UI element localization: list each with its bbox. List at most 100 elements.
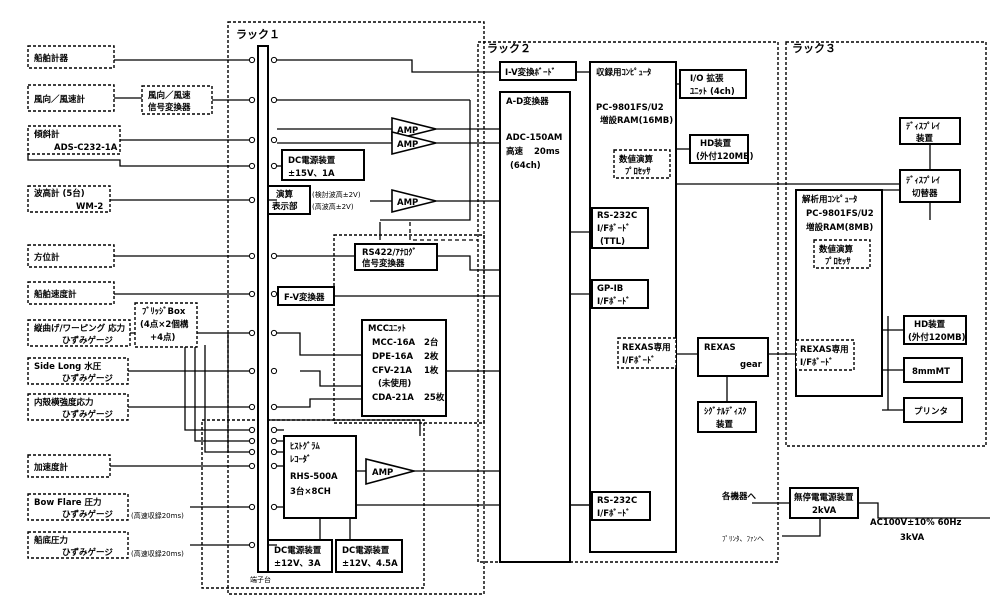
- box-text: I/Fﾎﾞｰﾄﾞ: [800, 357, 833, 368]
- box-text: +4点): [150, 332, 176, 343]
- box-text: 25枚: [424, 392, 445, 403]
- sensor-label: 波高計 (5台): [34, 188, 85, 199]
- box-text: RS422/ｱﾅﾛｸﾞ: [362, 247, 417, 258]
- box-text: ﾕﾆｯﾄ (4ch): [690, 87, 735, 97]
- box-text: プリンタ: [914, 406, 948, 417]
- box-text: 信号変換器: [148, 102, 191, 113]
- sensor-label: 風向／風速計: [34, 94, 86, 105]
- amplifiers: AMP AMP AMP AMP: [365, 116, 437, 486]
- box-text: ｼｸﾞﾅﾙﾃﾞｨｽｸ: [704, 406, 747, 417]
- ad-converter: [499, 91, 571, 563]
- box-text: ±15V、1A: [288, 169, 335, 179]
- box-text: ﾌﾟﾛｾｯｻ: [625, 166, 651, 177]
- box-text: (TTL): [600, 237, 625, 247]
- box-text: 増設RAM(16MB): [600, 115, 673, 126]
- box-text: 数値演算: [619, 154, 654, 165]
- rs232c-ttl-board: [591, 207, 649, 249]
- box-text: 表示部: [271, 201, 298, 212]
- box-text: 20ms: [534, 147, 560, 157]
- dc-power-12v-3a: [267, 539, 333, 573]
- rs422-analog-converter: [354, 243, 438, 271]
- calc-note: (検討波高±2V): [312, 190, 361, 199]
- rack23-wires: [409, 71, 990, 537]
- box-text: PC-9801FS/U2: [596, 103, 664, 113]
- sensor-label: 縦曲げ/ワーピング 応力: [34, 323, 125, 334]
- svg-text:AMP: AMP: [397, 140, 418, 150]
- box-text: ﾃﾞｨｽﾌﾟﾚｲ: [906, 175, 940, 186]
- box-text: 8mmMT: [912, 367, 950, 377]
- sensor-box-bending-stress: [27, 319, 131, 347]
- sensor-box-inner-hull: [27, 393, 129, 421]
- box-text: A-D変換器: [506, 96, 549, 107]
- sensor-box-bottom-pressure: [27, 531, 129, 559]
- box-text: 演算: [276, 189, 294, 200]
- box-text: 1枚: [424, 365, 439, 376]
- iv-converter-board: [499, 61, 577, 81]
- box-text: (外付120MB): [696, 151, 754, 162]
- sensor-label: 船舶速度計: [34, 289, 77, 300]
- box-text: 2枚: [424, 351, 439, 362]
- box-text: HD装置: [914, 319, 946, 330]
- display-unit: [899, 117, 961, 145]
- rexas-gear: [697, 337, 769, 377]
- rack1-inner-region: [333, 234, 485, 424]
- box-text: ﾚｺｰﾀﾞ: [290, 454, 311, 465]
- box-text: 3台×8CH: [290, 486, 331, 497]
- sensor-box-speed: [27, 281, 115, 305]
- rack2-label: ラック２: [487, 42, 531, 55]
- box-text: 高速: [506, 146, 524, 157]
- sensor-box-wind: [27, 84, 115, 112]
- wind-signal-converter: [141, 85, 213, 115]
- box-text: (外付120MB): [908, 332, 966, 343]
- sampling-note: (高速収録20ms): [131, 511, 184, 520]
- box-text: gear: [740, 360, 763, 370]
- box-text: GP-IB: [597, 284, 623, 294]
- to-printer-note: ﾌﾟﾘﾝﾀ、ﾌｧﾝへ: [722, 535, 764, 543]
- box-text: 2台: [424, 337, 439, 348]
- kva-note: 3kVA: [900, 533, 925, 543]
- box-text: 増設RAM(8MB): [806, 222, 873, 233]
- sensor-box-wave-height: [27, 185, 111, 213]
- terminal-label: 端子台: [250, 575, 271, 584]
- box-text: 装置: [715, 419, 734, 430]
- ac-note: AC100V±10% 60Hz: [870, 518, 962, 528]
- box-text: MCCﾕﾆｯﾄ: [368, 324, 406, 334]
- box-text: 無停電電源装置: [794, 492, 854, 503]
- sensor-label: 内殻横強度応力: [34, 397, 94, 408]
- mt-drive: [903, 357, 963, 383]
- rack3-outline: [785, 41, 987, 447]
- box-text: REXAS専用: [622, 342, 671, 353]
- sensor-label: ひずみゲージ: [62, 509, 113, 520]
- box-text: RS-232C: [597, 496, 637, 506]
- box-text: ±12V、3A: [274, 559, 321, 569]
- rack3-label: ラック３: [792, 42, 836, 55]
- box-text: ﾃﾞｨｽﾌﾟﾚｲ: [906, 121, 940, 132]
- sensor-box-side-long: [27, 357, 129, 385]
- sensor-box-ship-instruments: [27, 45, 115, 69]
- box-text: I/Fﾎﾞｰﾄﾞ: [597, 223, 630, 234]
- rexas-if-board-2: [795, 339, 855, 371]
- sensor-label: 加速度計: [33, 462, 69, 473]
- box-text: ±12V、4.5A: [342, 559, 398, 569]
- sensor-label: 方位計: [34, 252, 60, 263]
- sensor-label: WM-2: [76, 202, 103, 212]
- box-text: RS-232C: [597, 211, 637, 221]
- box-text: DC電源装置: [274, 545, 322, 556]
- box-text: (4点×2個構: [140, 319, 189, 330]
- calc-note: (高波高±2V): [312, 202, 354, 211]
- numeric-coprocessor-2: [813, 239, 871, 269]
- box-text: DC電源装置: [288, 155, 336, 166]
- box-text: 収録用ｺﾝﾋﾟｭｰﾀ: [596, 67, 651, 78]
- to-equipment-note: 各機器へ: [721, 491, 757, 502]
- svg-text:AMP: AMP: [372, 468, 393, 478]
- sensor-label: ひずみゲージ: [62, 547, 113, 558]
- box-text: CDA-21A: [372, 393, 414, 403]
- box-text: MCC-16A: [372, 338, 415, 348]
- box-text: I/Fﾎﾞｰﾄﾞ: [597, 508, 630, 519]
- sensor-label: ADS-C232-1A: [54, 143, 118, 153]
- box-text: PC-9801FS/U2: [806, 209, 874, 219]
- rack1-label: ラック１: [236, 28, 280, 41]
- box-text: ﾌﾟﾛｾｯｻ: [825, 256, 851, 267]
- box-text: DC電源装置: [342, 545, 390, 556]
